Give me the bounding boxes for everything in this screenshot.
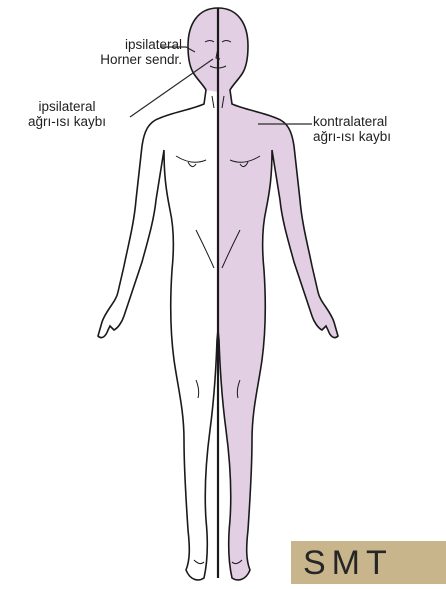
ipsilateral-pain-label: ipsilateral ağrı-ısı kaybı xyxy=(4,99,130,129)
contralateral-pain-label: kontralateral ağrı-ısı kaybı xyxy=(313,114,443,144)
horner-label-line1: ipsilateral xyxy=(44,37,182,52)
ipsilateral-horner-label: ipsilateral Horner sendr. xyxy=(44,37,182,67)
smt-logo: SMT xyxy=(291,541,446,584)
horner-label-line2: Horner sendr. xyxy=(44,52,182,67)
ipsilateral-label-line1: ipsilateral xyxy=(4,99,130,114)
logo-text: SMT xyxy=(303,544,393,583)
contralateral-label-line1: kontralateral xyxy=(313,114,443,129)
ipsilateral-label-line2: ağrı-ısı kaybı xyxy=(4,114,130,129)
contralateral-label-line2: ağrı-ısı kaybı xyxy=(313,129,443,144)
